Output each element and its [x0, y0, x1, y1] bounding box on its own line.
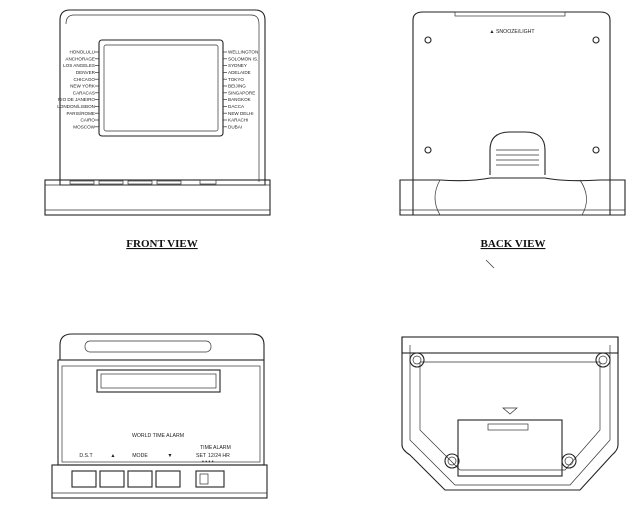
top-view-drawing: WORLD TIME ALARM D.S.T ▲ MODE ▼ TIME ALA…: [51, 333, 268, 499]
bottom-inner-recess: [419, 361, 601, 471]
city-label: CHICAGO: [74, 77, 96, 82]
front-key-4: [156, 180, 182, 185]
bottom-top-rail: [401, 336, 619, 354]
front-base: [44, 179, 271, 216]
down-button: [155, 470, 181, 488]
city-label: SOLOMON IS.: [228, 56, 258, 61]
city-label: CARACAS: [73, 90, 95, 95]
city-label: HONOLULU: [69, 50, 95, 55]
city-label: LOS ANGELES: [63, 63, 95, 68]
switch-label-alarm: ALARM: [213, 445, 231, 451]
city-label: NEW YORK: [70, 84, 96, 89]
stray-mark: [485, 259, 495, 269]
mode-slide-switch: [195, 470, 225, 488]
city-label: PARIS/ROME: [66, 111, 95, 116]
switch-label-set: SET: [196, 453, 207, 459]
city-label: NEW DELHI: [228, 111, 254, 116]
city-label: ANCHORAGE: [65, 56, 95, 61]
city-label: BEIJING: [228, 84, 246, 89]
back-snooze-bar: [454, 11, 566, 17]
front-key-2: [98, 180, 124, 185]
top-handle: [59, 333, 265, 361]
button-label-mode: MODE: [132, 453, 148, 459]
back-snooze-label: ▲ SNOOZE/LIGHT: [489, 29, 535, 35]
city-label: RIO DE JANEIRO: [58, 97, 95, 102]
button-label-down: ▼: [167, 453, 172, 459]
top-body: [57, 359, 265, 466]
battery-door: [457, 419, 563, 477]
front-view-caption: FRONT VIEW: [126, 238, 197, 250]
city-label: CAIRO: [80, 118, 95, 123]
battery-door-arrow: [502, 407, 518, 415]
top-display-inner: [100, 373, 217, 389]
bottom-view-drawing: [401, 336, 619, 491]
front-left-city-ticks: [95, 51, 99, 128]
back-body-outline: [412, 11, 611, 216]
city-label: ADELAIDE: [228, 70, 251, 75]
back-screw-top-left: [424, 36, 432, 44]
panel-title: WORLD TIME ALARM: [132, 433, 184, 439]
back-screw-bottom-left: [424, 146, 432, 154]
front-lcd-frame: [98, 39, 224, 137]
switch-label-12-24: 12/24 HR: [208, 453, 230, 459]
back-base: [399, 177, 626, 216]
city-label: LONDON/LISBON: [57, 104, 95, 109]
city-label: TOKYO: [228, 77, 244, 82]
top-body-inner: [61, 365, 261, 463]
back-view-caption: BACK VIEW: [481, 238, 546, 250]
back-view-drawing: ▲ SNOOZE/LIGHT: [399, 11, 626, 216]
battery-door-latch: [487, 423, 529, 431]
back-screw-top-right: [592, 36, 600, 44]
button-label-up: ▲: [110, 453, 115, 459]
bottom-body-outline: [401, 337, 619, 491]
city-label: DUBAI: [228, 124, 242, 129]
bottom-screw-top-left: [409, 352, 425, 368]
back-stand-clip: [489, 131, 546, 175]
front-body-inner-line: [65, 14, 260, 182]
city-label: KARACHI: [228, 118, 248, 123]
city-label: SYDNEY: [228, 63, 247, 68]
top-display-window: [96, 369, 221, 393]
top-base: [51, 464, 268, 499]
mode-button: [127, 470, 153, 488]
city-label: SINGAPORE: [228, 90, 255, 95]
dst-button: [71, 470, 97, 488]
front-right-city-ticks: [223, 51, 227, 128]
top-handle-slot: [84, 340, 212, 353]
city-label: WELLINGTON: [228, 50, 258, 55]
city-label: BANGKOK: [228, 97, 252, 102]
up-button: [99, 470, 125, 488]
city-label: DACCA: [228, 104, 245, 109]
front-lcd-screen: [103, 44, 219, 132]
button-label-dst: D.S.T: [79, 453, 93, 459]
switch-label-time: TIME: [200, 445, 213, 451]
front-body-outline: [59, 9, 266, 186]
city-label: MOSCOW: [73, 124, 95, 129]
mode-slide-knob: [199, 473, 209, 485]
front-key-3: [127, 180, 153, 185]
front-key-1: [69, 180, 95, 185]
city-label: DENVER: [76, 70, 96, 75]
front-switch: [199, 179, 217, 185]
bottom-screw-top-right: [595, 352, 611, 368]
back-screw-bottom-right: [592, 146, 600, 154]
switch-dots: • • • •: [202, 459, 214, 465]
bottom-screw-bottom-left: [444, 453, 460, 469]
